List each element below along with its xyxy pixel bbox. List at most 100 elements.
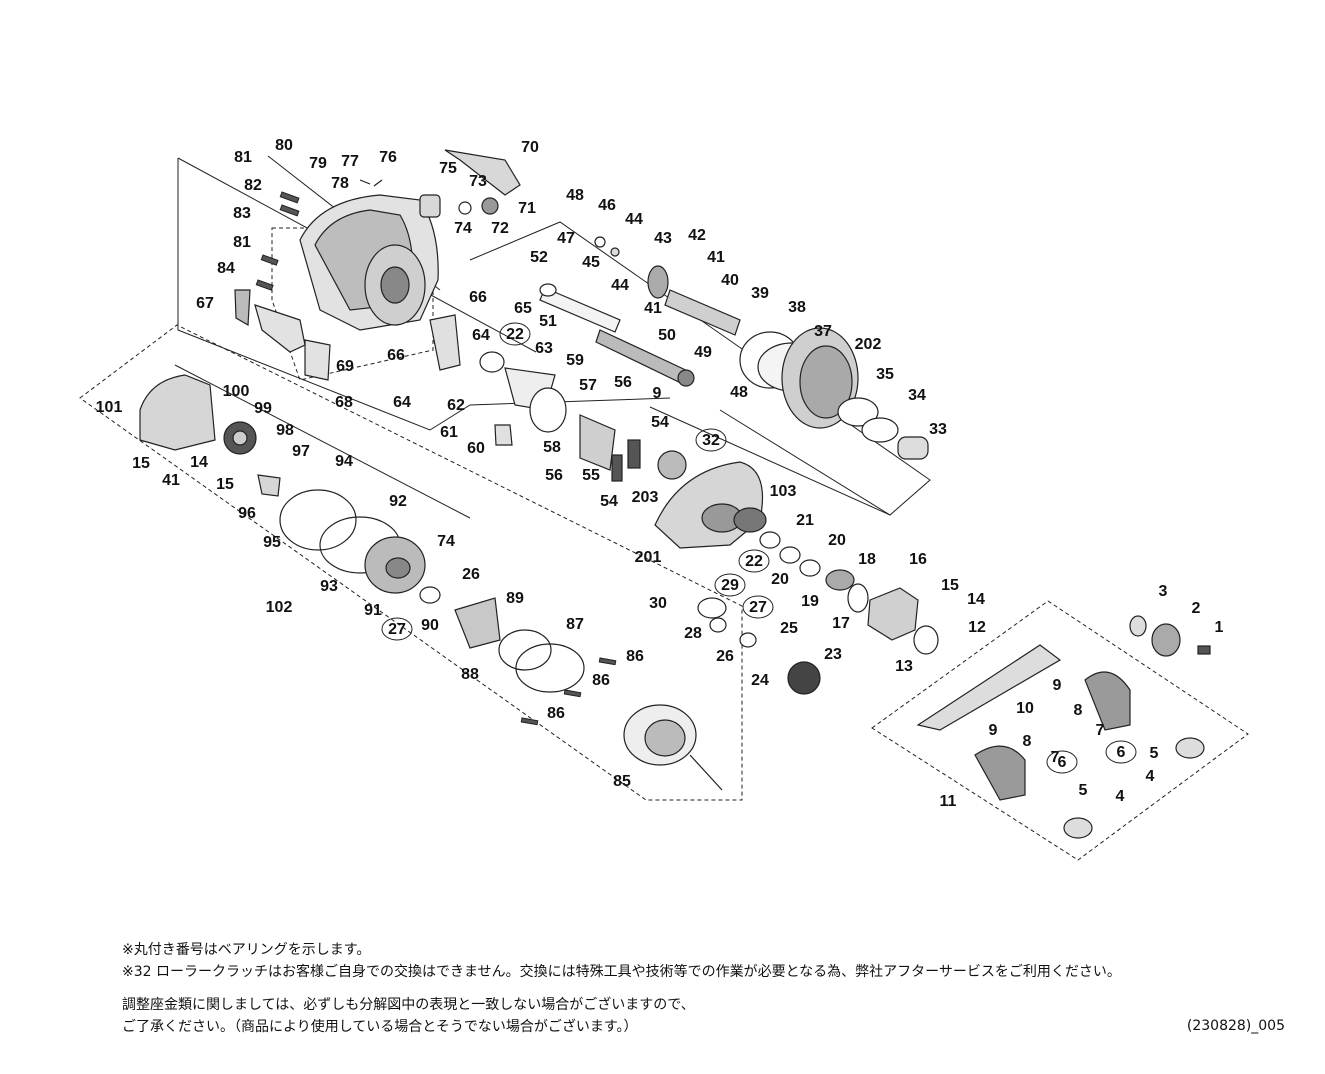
part-number-label: 86 (626, 648, 644, 665)
part-number-label: 26 (462, 566, 480, 583)
part-number-label: 10 (1016, 700, 1034, 717)
part-number-label: 4 (1116, 788, 1125, 805)
diagram-code: (230828)_005 (1186, 1018, 1285, 1034)
part-number-label: 87 (566, 616, 584, 633)
part-number-label: 34 (908, 387, 926, 404)
part-number-label: 55 (582, 467, 600, 484)
part-number-label: 7 (1096, 722, 1105, 739)
part-number-label: 13 (895, 658, 913, 675)
part-number-label: 67 (196, 295, 214, 312)
part-number-label: 46 (598, 197, 616, 214)
part-number-label: 47 (557, 230, 575, 247)
part-number-label: 12 (968, 619, 986, 636)
part-number-label: 58 (543, 439, 561, 456)
part-number-label: 98 (276, 422, 294, 439)
part-number-label: 29 (721, 577, 739, 594)
bearing-circle (499, 322, 531, 346)
part-number-label: 3 (1159, 583, 1168, 600)
part-number-label: 18 (858, 551, 876, 568)
part-number-label: 75 (439, 160, 457, 177)
part-number-label: 50 (658, 327, 676, 344)
part-number-label: 203 (632, 489, 659, 506)
part-number-label: 201 (635, 549, 662, 566)
part-number-label: 54 (600, 493, 618, 510)
part-number-label: 14 (190, 454, 208, 471)
part-number-label: 51 (539, 313, 557, 330)
part-number-label: 39 (751, 285, 769, 302)
part-number-label: 49 (694, 344, 712, 361)
part-number-label: 22 (745, 553, 763, 570)
part-number-label: 41 (707, 249, 725, 266)
screws (255, 191, 617, 726)
part-number-label: 9 (989, 722, 998, 739)
part-number-label: 44 (611, 277, 629, 294)
part-number-label: 65 (514, 300, 532, 317)
part-number-label: 43 (654, 230, 672, 247)
part-number-label: 16 (909, 551, 927, 568)
part-number-label: 102 (266, 599, 293, 616)
part-number-label: 94 (335, 453, 353, 470)
part-number-label: 88 (461, 666, 479, 683)
part-number-label: 9 (1053, 677, 1062, 694)
part-number-label: 71 (518, 200, 536, 217)
part-number-label: 38 (788, 299, 806, 316)
part-number-label: 48 (566, 187, 584, 204)
part-number-label: 84 (217, 260, 235, 277)
part-number-label: 27 (749, 599, 767, 616)
part-number-label: 202 (855, 336, 882, 353)
part-number-label: 54 (651, 414, 669, 431)
part-number-label: 8 (1074, 702, 1083, 719)
part-number-label: 35 (876, 366, 894, 383)
part-number-label: 68 (335, 394, 353, 411)
part-number-label: 70 (521, 139, 539, 156)
bearing-circle (742, 595, 774, 619)
part-number-label: 19 (801, 593, 819, 610)
side-cover (139, 374, 767, 791)
part-number-label: 66 (469, 289, 487, 306)
part-number-label: 57 (579, 377, 597, 394)
part-number-label: 1 (1215, 619, 1224, 636)
part-number-label: 100 (223, 383, 250, 400)
part-number-label: 93 (320, 578, 338, 595)
part-number-label: 81 (233, 234, 251, 251)
part-number-label: 9 (653, 385, 662, 402)
drive-train (539, 236, 929, 460)
guide-drive (469, 221, 931, 516)
part-number-label: 86 (547, 705, 565, 722)
part-number-label: 59 (566, 352, 584, 369)
note-roller-clutch: ※32 ローラークラッチはお客様ご自身での交換はできません。交換には特殊工具や技… (122, 964, 1121, 980)
part-number-label: 92 (389, 493, 407, 510)
part-number-label: 41 (644, 300, 662, 317)
part-number-label: 62 (447, 397, 465, 414)
part-number-label: 37 (814, 323, 832, 340)
part-number-label: 20 (771, 571, 789, 588)
clutch-parts (429, 314, 687, 482)
part-number-label: 103 (770, 483, 797, 500)
part-number-label: 99 (254, 400, 272, 417)
part-number-label: 6 (1058, 754, 1067, 771)
bearing-circle (381, 617, 413, 641)
part-number-label: 28 (684, 625, 702, 642)
part-number-label: 60 (467, 440, 485, 457)
note-bearings: ※丸付き番号はベアリングを示します。 (122, 942, 371, 958)
part-number-label: 4 (1146, 768, 1155, 785)
bearing-circle (714, 573, 746, 597)
part-number-label: 81 (234, 149, 252, 166)
group-outline-side-plate (79, 324, 743, 801)
part-number-label: 56 (545, 467, 563, 484)
part-number-label: 7 (1051, 749, 1060, 766)
part-number-label: 63 (535, 340, 553, 357)
part-number-label: 23 (824, 646, 842, 663)
part-number-label: 74 (454, 220, 472, 237)
part-number-label: 90 (421, 617, 439, 634)
part-number-label: 14 (967, 591, 985, 608)
part-number-label: 64 (393, 394, 411, 411)
part-number-label: 2 (1192, 600, 1201, 617)
part-number-label: 76 (379, 149, 397, 166)
part-number-label: 45 (582, 254, 600, 271)
part-number-label: 15 (941, 577, 959, 594)
bearing-circle (695, 428, 727, 452)
part-number-label: 72 (491, 220, 509, 237)
part-number-label: 85 (613, 773, 631, 790)
